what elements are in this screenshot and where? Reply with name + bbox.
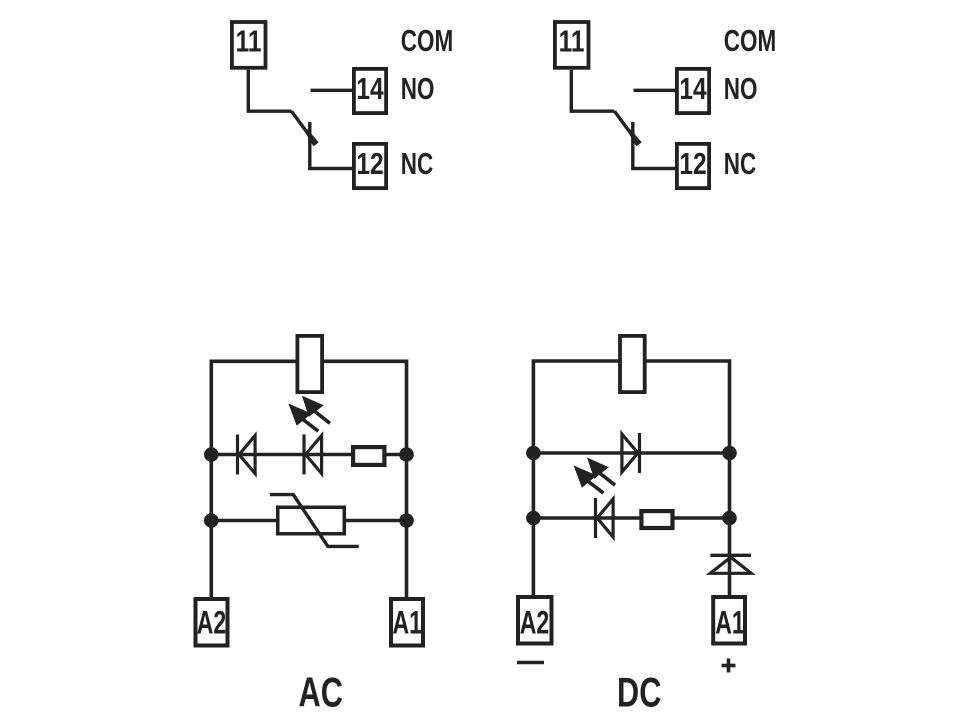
svg-text:A1: A1 [715, 605, 744, 641]
svg-text:AC: AC [299, 669, 343, 716]
svg-text:A1: A1 [392, 605, 421, 641]
svg-text:A2: A2 [197, 605, 226, 641]
svg-text:A2: A2 [520, 605, 549, 641]
svg-text:DC: DC [617, 669, 661, 716]
